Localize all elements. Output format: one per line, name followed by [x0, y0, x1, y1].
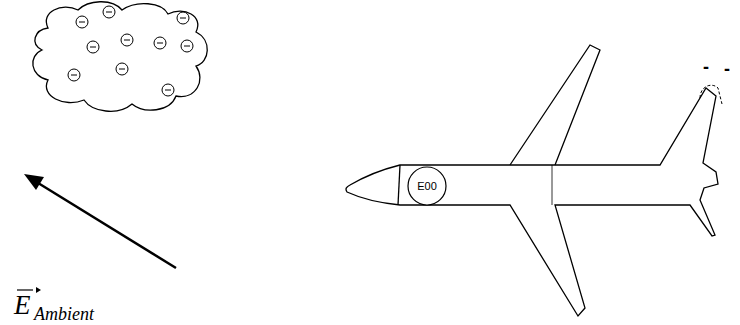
negative-charge: [71, 75, 77, 76]
negative-charge: [68, 69, 80, 81]
sensor-circle: E00: [407, 166, 447, 206]
negative-charge: [76, 16, 88, 28]
airplane: [346, 45, 718, 316]
negative-charge: [119, 69, 125, 70]
negative-charge: [124, 40, 130, 41]
negative-charge: [79, 22, 85, 23]
vector-head: [36, 287, 41, 293]
charge-sign: -: [703, 58, 709, 76]
charged-tip: [700, 85, 722, 104]
field-arrow: [30, 178, 176, 268]
charge-sign: -: [724, 60, 730, 78]
negative-charge: [116, 63, 128, 75]
charged-cloud: [33, 2, 207, 112]
negative-charge: [103, 6, 115, 18]
negative-charge: [184, 46, 190, 47]
negative-charge: [162, 84, 174, 96]
negative-charge: [121, 34, 133, 46]
negative-charge: [177, 12, 189, 24]
negative-charge: [90, 47, 96, 48]
sensor-label: E00: [417, 180, 437, 192]
negative-charge: [165, 90, 171, 91]
negative-charge: [181, 40, 193, 52]
negative-charge: [180, 18, 186, 19]
arrow-head: [24, 174, 44, 190]
negative-charge: [154, 37, 166, 49]
negative-charge: [157, 43, 163, 44]
field-symbol: E: [14, 292, 31, 319]
negative-charge: [87, 41, 99, 53]
negative-charge: [106, 12, 112, 13]
vector-mark: [17, 289, 33, 290]
field-subscript: Ambient: [34, 305, 94, 323]
